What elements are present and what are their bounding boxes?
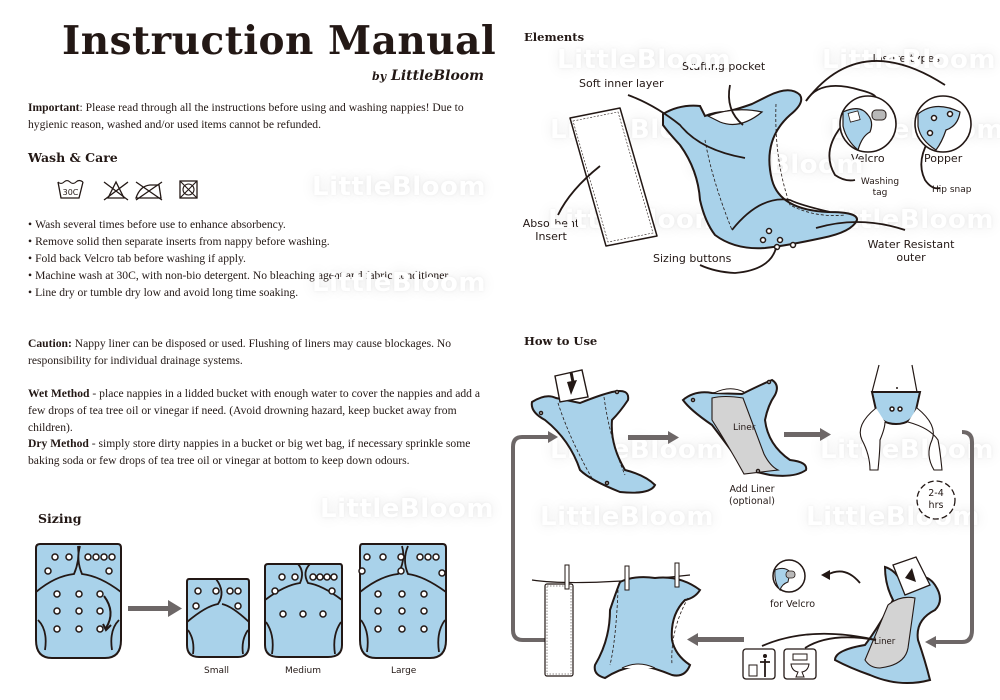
label-sizing-buttons: Sizing buttons xyxy=(653,252,732,265)
nappy-front-diagram xyxy=(35,543,122,659)
sizing-heading: Sizing xyxy=(38,511,82,526)
page-title: Instruction Manual xyxy=(62,18,497,64)
important-label: Important xyxy=(28,101,80,114)
wash-care-item: Remove solid then separate inserts from … xyxy=(28,233,488,250)
dispose-arrows xyxy=(761,632,877,649)
add-liner-caption: Add Liner (optional) xyxy=(722,484,782,508)
caution-text: Nappy liner can be disposed or used. Flu… xyxy=(28,337,452,367)
size-medium-label: Medium xyxy=(285,666,321,676)
velcro-fold-icon xyxy=(772,559,861,593)
nappy-elements-drawing xyxy=(662,89,858,251)
label-absorbent-insert: Absorbent Insert xyxy=(518,217,584,243)
label-water-resistant-line2: outer xyxy=(896,251,926,264)
important-notice: Important: Please read through all the i… xyxy=(28,99,488,133)
sizing-arrow-icon xyxy=(128,600,182,617)
label-stuffing-pocket: Stuffing pocket xyxy=(682,60,766,73)
step-remove-pad xyxy=(833,556,941,685)
label-popper: Popper xyxy=(924,152,963,165)
liner-label-remove: Liner xyxy=(874,637,896,647)
timer-unit: hrs xyxy=(928,500,944,511)
flow-arrows xyxy=(548,428,936,648)
liner-label: Liner xyxy=(733,423,756,433)
caution-label: Caution: xyxy=(28,337,72,350)
add-liner-line2: (optional) xyxy=(729,496,775,507)
toilet-icon xyxy=(783,648,817,680)
label-absorbent-line1: Absorbent xyxy=(522,217,580,230)
how-to-use-heading: How to Use xyxy=(524,334,598,348)
label-water-resistant-outer: Water Resistant outer xyxy=(862,238,960,264)
wash-care-heading: Wash & Care xyxy=(28,150,118,165)
label-absorbent-line2: Insert xyxy=(535,230,567,243)
byline-prefix: by xyxy=(372,70,387,83)
label-velcro: Velcro xyxy=(851,152,885,165)
wet-method-text: - place nappies in a lidded bucket with … xyxy=(28,387,481,434)
dry-method: Dry Method - simply store dirty nappies … xyxy=(28,435,488,469)
label-water-resistant-line1: Water Resistant xyxy=(867,238,955,251)
size-small-label: Small xyxy=(204,666,229,676)
label-soft-inner-layer: Soft inner layer xyxy=(579,77,664,90)
cycle-loop xyxy=(511,430,974,644)
timer-hours: 2-4 xyxy=(928,488,944,499)
label-hip-snap: Hip snap xyxy=(932,185,972,195)
step-insert-pad xyxy=(530,369,657,494)
dry-method-text: - simply store dirty nappies in a bucket… xyxy=(28,437,471,467)
for-velcro-caption: for Velcro xyxy=(770,599,816,610)
label-washing-tag: Washing tag xyxy=(858,177,902,199)
important-text: : Please read through all the instructio… xyxy=(28,101,464,131)
callout-arrows xyxy=(557,60,946,274)
absorbent-insert-drawing xyxy=(569,107,658,247)
wash-care-item: Fold back Velcro tab before washing if a… xyxy=(28,250,488,267)
step-line-dry xyxy=(531,562,702,680)
wash-care-item: Machine wash at 30C, with non-bio deterg… xyxy=(28,267,488,284)
size-large-label: Large xyxy=(391,666,417,676)
step-add-liner xyxy=(681,378,808,477)
wet-method: Wet Method - place nappies in a lidded b… xyxy=(28,385,488,436)
wash-care-list: Wash several times before use to enhance… xyxy=(28,216,488,301)
wash-care-item: Line dry or tumble dry low and avoid lon… xyxy=(28,284,488,301)
nappy-small-diagram xyxy=(186,578,250,658)
nappy-medium-diagram xyxy=(264,563,343,658)
add-liner-line1: Add Liner xyxy=(729,484,775,495)
wet-method-label: Wet Method xyxy=(28,387,90,400)
popper-closure-icon xyxy=(914,95,972,153)
trash-bin-icon xyxy=(742,648,776,680)
elements-heading: Elements xyxy=(524,30,585,44)
caution-notice: Caution: Nappy liner can be disposed or … xyxy=(28,335,488,369)
velcro-closure-icon xyxy=(839,95,897,153)
label-washing-tag-line2: tag xyxy=(872,188,888,198)
brand-name: LittleBloom xyxy=(390,68,484,84)
label-washing-tag-line1: Washing xyxy=(860,177,900,187)
wash-care-item: Wash several times before use to enhance… xyxy=(28,216,488,233)
step-wear-nappy xyxy=(859,364,943,471)
timer-label: 2-4 hrs xyxy=(921,488,951,512)
nappy-large-diagram xyxy=(358,543,447,659)
clock-icon xyxy=(916,480,956,520)
dry-method-label: Dry Method xyxy=(28,437,89,450)
byline: by LittleBloom xyxy=(372,68,484,84)
